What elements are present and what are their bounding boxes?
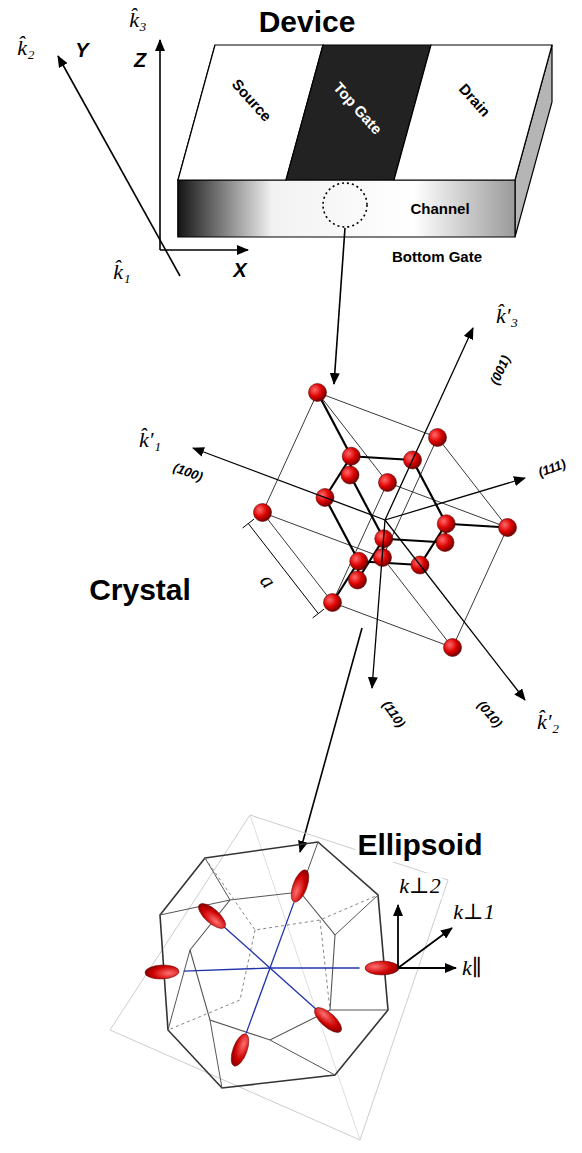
label-text: Device — [259, 5, 356, 39]
label-text: (111) — [536, 456, 568, 480]
silicon-atom — [254, 504, 272, 522]
brillouin-zone — [160, 842, 388, 1088]
silicon-atom — [444, 639, 462, 657]
silicon-atom — [324, 594, 342, 612]
silicon-atom — [350, 552, 368, 570]
valley-ellipsoid — [311, 1003, 346, 1036]
crystal-axes — [193, 328, 525, 700]
label-text: Crystal — [89, 573, 191, 607]
device-slab — [394, 45, 552, 180]
valley-axis — [184, 968, 270, 971]
label-text: k̂₁ — [113, 259, 130, 285]
atom-bond — [318, 393, 352, 457]
ellipsoid-axes — [398, 928, 452, 968]
silicon-atom — [429, 429, 447, 447]
silicon-atom — [379, 474, 397, 492]
valley-axis — [270, 968, 316, 1010]
valley-axis — [270, 967, 360, 968]
direction-arrow — [385, 520, 525, 700]
ellipsoid-axes — [397, 905, 399, 968]
silicon-atom — [349, 571, 367, 589]
silicon-atom — [342, 447, 360, 465]
valley-axis — [246, 968, 270, 1034]
cube-edge — [453, 528, 508, 648]
label-text: Z — [134, 49, 146, 72]
label-text: Ellipsoid — [355, 828, 484, 862]
brillouin-zone — [110, 815, 448, 1140]
label-text: Source — [229, 75, 276, 124]
silicon-atom — [437, 515, 455, 533]
dimension-line — [243, 519, 324, 618]
device-slab — [178, 45, 552, 237]
label-text: Y — [75, 39, 88, 62]
ellipsoid-axes — [398, 905, 456, 968]
label-text: Bottom Gate — [392, 248, 482, 265]
silicon-atom — [436, 534, 454, 552]
silicon-atom — [341, 466, 359, 484]
cube-edge — [333, 603, 453, 648]
device-axes — [160, 249, 248, 251]
cube-edge — [263, 513, 333, 603]
zoom-arrow — [300, 628, 362, 852]
zoom-circle — [323, 183, 367, 227]
valley-axis — [224, 926, 270, 968]
brillouin-zone — [160, 842, 388, 1088]
label-text: a — [254, 568, 281, 593]
device-slab — [178, 180, 515, 237]
label-text: k⊥2 — [397, 873, 442, 899]
label-text: (100) — [171, 460, 205, 484]
label-text: k̂′₃ — [496, 303, 518, 329]
label-text: k̂′₁ — [139, 427, 161, 453]
valley-ellipsoid — [228, 1032, 253, 1069]
label-text: Drain — [456, 80, 494, 120]
label-text: k̂₃ — [129, 7, 146, 33]
valley-ellipsoid — [145, 964, 179, 979]
label-text: (110) — [379, 698, 408, 731]
label-text: Top Gate — [330, 79, 385, 138]
label-text: k⊥1 — [451, 899, 496, 925]
label-text: k̂′₂ — [537, 709, 559, 735]
direction-arrow — [193, 448, 385, 520]
valley-ellipsoids — [145, 868, 399, 1069]
valley-ellipsoid — [288, 868, 313, 905]
ellipsoid-axes — [398, 967, 456, 969]
brillouin-zone — [110, 815, 448, 1140]
label-text: (001) — [487, 353, 513, 387]
label-text: k∥ — [460, 955, 484, 981]
device-axes — [58, 56, 180, 276]
device-axes — [159, 40, 161, 250]
label-text: Channel — [410, 200, 469, 217]
label-text: k̂₂ — [17, 35, 34, 61]
label-text: (010) — [474, 698, 505, 731]
valley-ellipsoid — [365, 961, 399, 975]
silicon-atom — [309, 384, 327, 402]
valley-ellipsoid — [195, 899, 230, 932]
direction-arrow — [385, 328, 473, 520]
brillouin-zone — [168, 858, 378, 1030]
silicon-atom — [499, 519, 517, 537]
direction-arrow — [385, 478, 525, 520]
atom-bond — [325, 498, 359, 562]
direction-arrow — [372, 520, 385, 688]
atom-bond — [413, 460, 447, 524]
valley-axis — [270, 902, 294, 968]
brillouin-zone — [190, 892, 335, 1040]
label-text: X — [233, 259, 246, 282]
zoom-arrow — [334, 228, 345, 384]
cube-edge — [263, 393, 318, 513]
